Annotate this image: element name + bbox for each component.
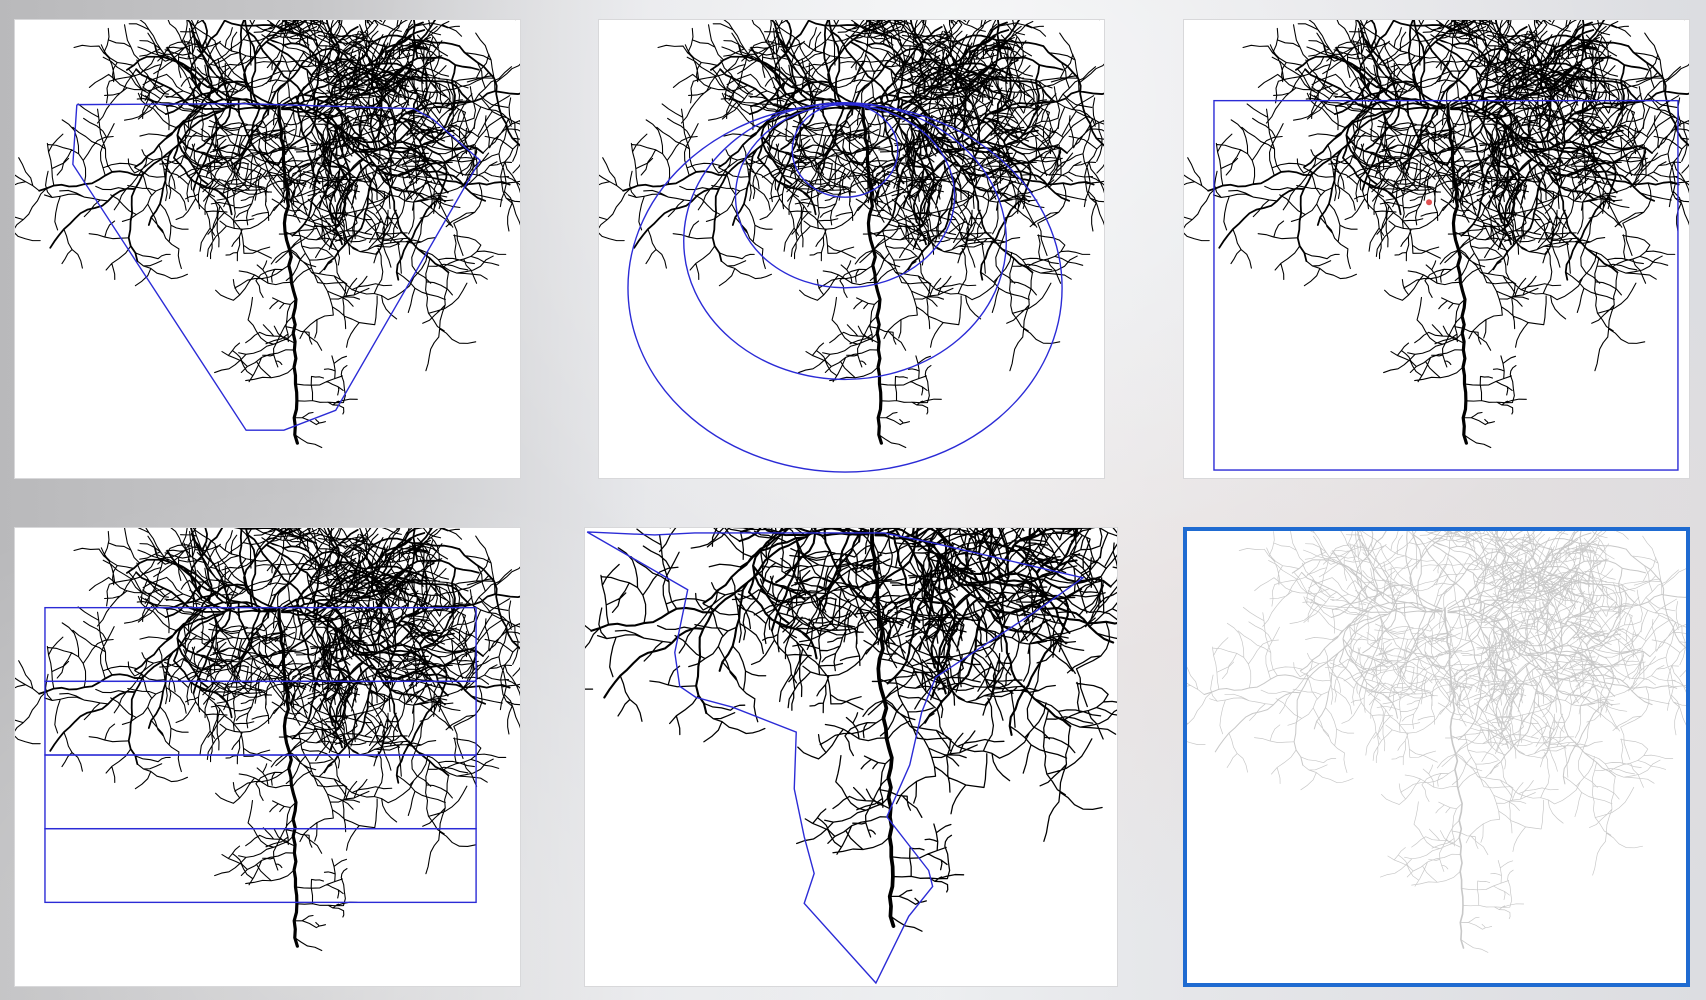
centroid-marker <box>1426 199 1433 206</box>
root-strands-thick <box>861 103 883 445</box>
layer-band-4 <box>44 827 477 904</box>
root-strands-mid <box>1203 531 1686 785</box>
bounding-box-outline <box>1213 99 1679 471</box>
ellipse-ring-2 <box>734 103 956 289</box>
concave-hull-outline <box>586 531 1085 985</box>
root-strands-mid <box>1207 20 1689 281</box>
root-strands-thick <box>1446 103 1468 445</box>
root-system <box>599 20 1104 449</box>
root-strands-mid <box>590 528 1117 736</box>
root-system <box>15 20 520 449</box>
layer-band-3 <box>44 754 477 830</box>
root-strands-thin <box>1187 531 1686 953</box>
root-strands-thin <box>15 20 520 449</box>
root-strands-thin <box>1184 20 1689 449</box>
root-strands-thick <box>870 528 896 928</box>
ellipse-ring-4 <box>627 102 1063 473</box>
root-image-bounding-box <box>1184 20 1689 471</box>
root-strands-thin <box>599 20 1104 449</box>
root-image-horizontal-layers <box>15 528 520 952</box>
root-strands-thick <box>1444 607 1465 949</box>
ellipse-ring-3 <box>683 101 1008 381</box>
thumbnail-concave-hull[interactable] <box>584 527 1118 987</box>
root-image-concentric-ellipses <box>599 20 1104 473</box>
thumbnail-concentric-ellipses[interactable] <box>598 19 1105 479</box>
root-strands-thick <box>277 103 299 445</box>
root-image-plain <box>1187 531 1686 953</box>
root-image-concave-hull <box>585 528 1117 985</box>
root-system <box>15 528 520 952</box>
root-strands-thick <box>277 606 299 948</box>
thumbnail-convex-hull[interactable] <box>14 19 521 479</box>
root-system <box>1184 20 1689 449</box>
root-strands-thin <box>15 528 520 952</box>
thumbnail-selected-plain[interactable] <box>1183 527 1690 987</box>
root-strands-mid <box>38 528 520 784</box>
thumbnail-bounding-box[interactable] <box>1183 19 1690 479</box>
root-strands-mid <box>622 20 1104 281</box>
root-system <box>585 528 1117 932</box>
root-image-convex-hull <box>15 20 520 449</box>
thumbnail-horizontal-layers[interactable] <box>14 527 521 987</box>
root-strands-mid <box>38 20 520 281</box>
root-system-faded <box>1187 531 1686 953</box>
convex-hull-outline <box>72 102 481 431</box>
